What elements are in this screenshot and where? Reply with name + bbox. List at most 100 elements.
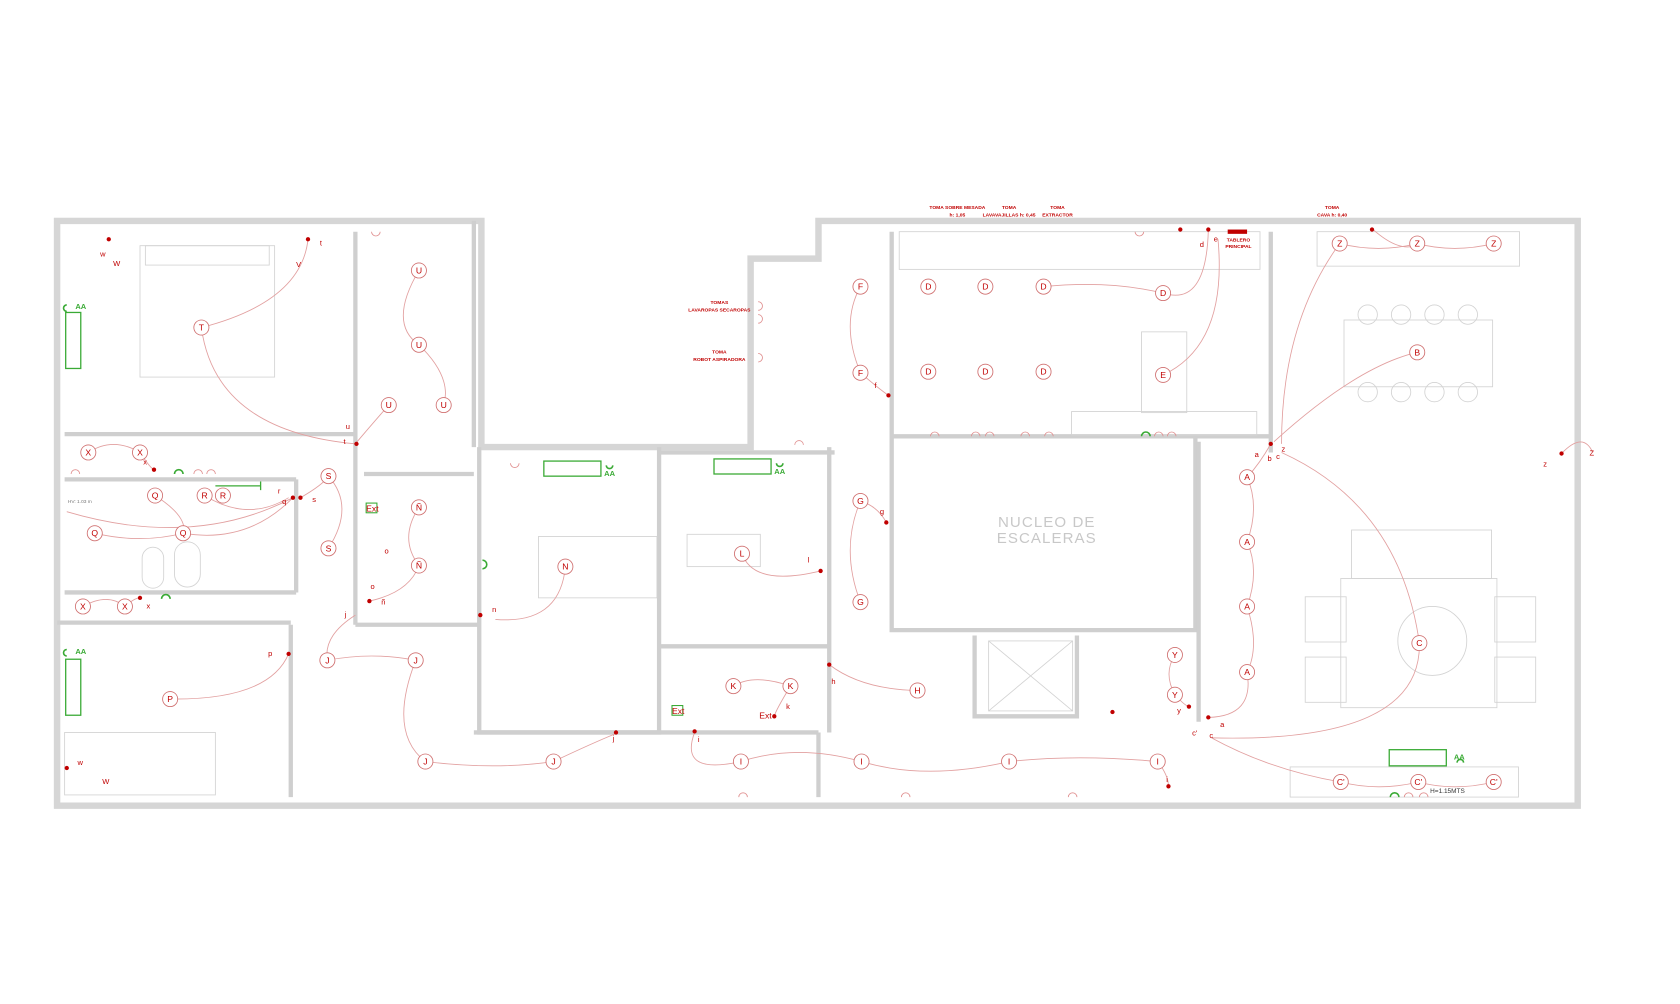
marker-circle bbox=[1410, 774, 1427, 790]
circuit-marker: C' bbox=[1485, 774, 1502, 790]
marker-circle bbox=[196, 487, 213, 504]
marker-circle bbox=[417, 753, 434, 770]
circuit-marker: S bbox=[320, 468, 337, 485]
marker-circle bbox=[320, 540, 337, 557]
marker-circle bbox=[214, 487, 231, 504]
circuit-marker: U bbox=[380, 397, 397, 414]
circuit-marker: D bbox=[1155, 285, 1172, 302]
marker-label: K bbox=[731, 681, 737, 691]
marker-circle bbox=[1155, 285, 1172, 302]
marker-circle bbox=[1409, 235, 1426, 252]
svg-text:AA: AA bbox=[75, 302, 86, 311]
circuit-marker: C' bbox=[1332, 774, 1349, 790]
marker-circle bbox=[147, 487, 164, 504]
marker-circle bbox=[1239, 598, 1256, 615]
circuit-marker: J bbox=[417, 753, 434, 770]
point-label: n bbox=[492, 605, 496, 614]
marker-circle bbox=[920, 363, 937, 380]
marker-circle bbox=[435, 397, 452, 414]
svg-text:CAVA h: 0,40: CAVA h: 0,40 bbox=[1317, 213, 1347, 219]
svg-text:TOMA: TOMA bbox=[1050, 205, 1065, 211]
point-label: c bbox=[1209, 731, 1213, 740]
point-label: ñ bbox=[381, 597, 385, 606]
marker-label: Q bbox=[91, 528, 98, 538]
circuit-marker: I bbox=[853, 753, 870, 770]
marker-label: F bbox=[858, 368, 863, 378]
marker-label: X bbox=[122, 601, 128, 611]
marker-label: Y bbox=[1172, 690, 1178, 700]
stair-core-label: NUCLEO DE bbox=[998, 514, 1096, 531]
marker-circle bbox=[920, 278, 937, 295]
point-label: z bbox=[1282, 444, 1286, 453]
point-label: o bbox=[384, 547, 388, 556]
circuit-marker: D bbox=[1035, 278, 1052, 295]
marker-label: D bbox=[925, 367, 931, 377]
circuit-marker: F bbox=[852, 278, 869, 295]
circuit-marker: J bbox=[545, 753, 562, 770]
point-label: b bbox=[1268, 454, 1272, 463]
outer-wall bbox=[53, 217, 1581, 809]
marker-circle bbox=[1239, 469, 1256, 486]
svg-text:LAVAROPAS SECAROPAS: LAVAROPAS SECAROPAS bbox=[688, 307, 751, 313]
marker-label: J bbox=[423, 757, 427, 767]
marker-label: D bbox=[1040, 282, 1046, 292]
point-label: c bbox=[1276, 452, 1280, 461]
marker-label: I bbox=[860, 757, 862, 767]
point-label: a bbox=[1220, 720, 1225, 729]
point-label: x bbox=[143, 457, 147, 466]
circuit-marker: G bbox=[852, 492, 869, 509]
marker-label: Z bbox=[1337, 239, 1342, 249]
stair-core-label: ESCALERAS bbox=[997, 530, 1097, 547]
marker-label: Z bbox=[1491, 239, 1496, 249]
marker-label: U bbox=[416, 340, 422, 350]
marker-circle bbox=[853, 753, 870, 770]
marker-circle bbox=[320, 468, 337, 485]
exit-sign: Ext bbox=[366, 504, 379, 514]
circuit-marker: U bbox=[410, 262, 427, 279]
marker-circle bbox=[74, 598, 91, 615]
marker-label: S bbox=[326, 471, 332, 481]
marker-circle bbox=[1239, 533, 1256, 550]
marker-circle bbox=[162, 691, 179, 708]
wiring bbox=[66, 229, 1594, 788]
svg-text:TABLERO: TABLERO bbox=[1227, 237, 1251, 243]
circuit-marker: Ñ bbox=[410, 499, 427, 516]
marker-label: R bbox=[202, 491, 208, 501]
marker-circle bbox=[909, 682, 926, 699]
marker-circle bbox=[977, 363, 994, 380]
point-label: y bbox=[1177, 706, 1181, 715]
aa-unit bbox=[65, 311, 82, 370]
marker-circle bbox=[410, 499, 427, 516]
circuit-marker: X bbox=[80, 444, 97, 461]
marker-circle bbox=[1331, 235, 1348, 252]
marker-label: A bbox=[1244, 472, 1250, 482]
marker-circle bbox=[782, 678, 799, 695]
marker-circle bbox=[1332, 774, 1349, 790]
marker-label: D bbox=[925, 282, 931, 292]
svg-text:ROBOT ASPIRADORA: ROBOT ASPIRADORA bbox=[693, 357, 746, 363]
marker-circle bbox=[193, 319, 210, 336]
point-label: t bbox=[320, 239, 323, 248]
marker-label: U bbox=[441, 400, 447, 410]
marker-label: H bbox=[914, 685, 920, 695]
marker-label: U bbox=[416, 265, 422, 275]
marker-label: A bbox=[1244, 537, 1250, 547]
marker-circle bbox=[725, 678, 742, 695]
marker-label: N bbox=[562, 562, 568, 572]
exit-sign: Ext bbox=[672, 706, 685, 716]
marker-label: X bbox=[85, 447, 91, 457]
point-label: W bbox=[102, 777, 110, 786]
marker-label: J bbox=[551, 757, 555, 767]
svg-text:TOMA: TOMA bbox=[1325, 205, 1340, 211]
svg-text:H=1.15MTS: H=1.15MTS bbox=[1430, 788, 1465, 795]
point-label: r bbox=[278, 486, 281, 495]
circuit-marker: Z bbox=[1331, 235, 1348, 252]
circuit-marker: Q bbox=[86, 525, 103, 542]
point-label: i bbox=[1166, 775, 1168, 784]
marker-label: D bbox=[982, 282, 988, 292]
marker-label: Q bbox=[152, 491, 159, 501]
marker-circle bbox=[852, 364, 869, 381]
point-label: e bbox=[1214, 234, 1218, 243]
marker-label: I bbox=[740, 757, 742, 767]
